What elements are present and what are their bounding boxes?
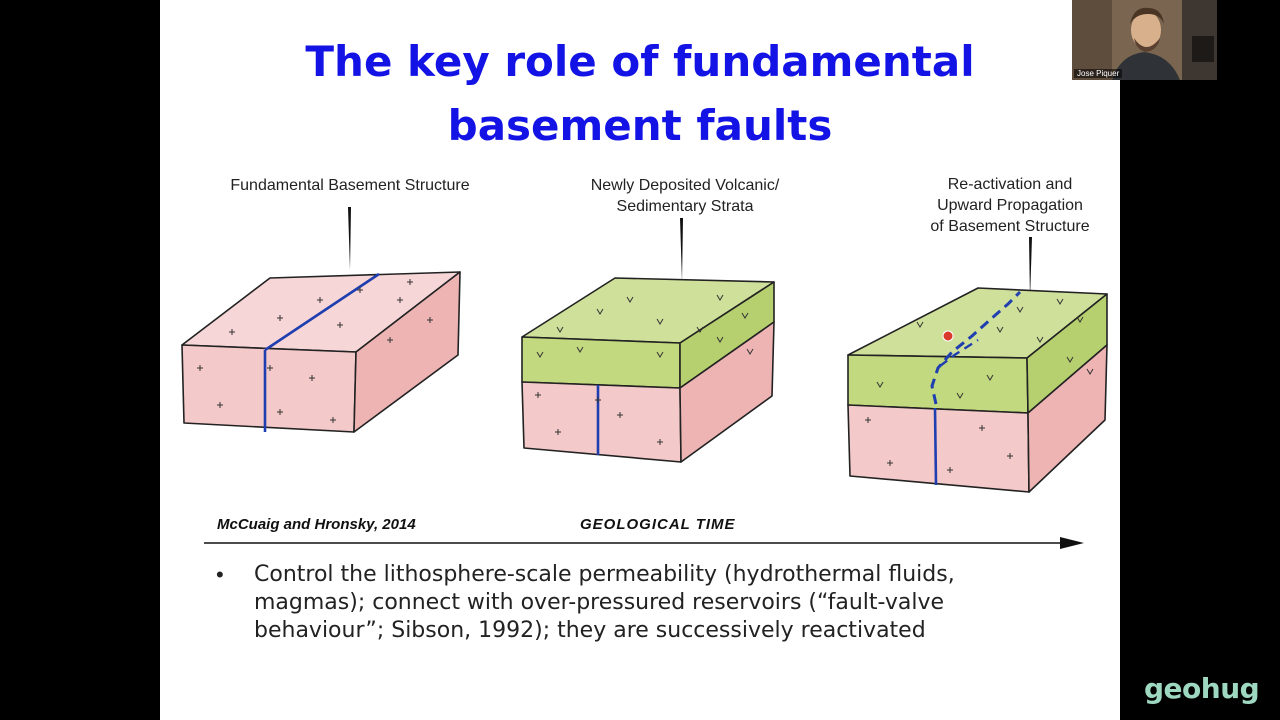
texture-plus-mark	[309, 375, 315, 381]
webcam-person-icon	[1072, 0, 1217, 80]
texture-v-mark	[626, 296, 634, 303]
texture-plus-mark	[217, 402, 223, 408]
bullet-text: Control the lithosphere-scale permeabili…	[254, 561, 1054, 645]
texture-v-mark	[1036, 336, 1044, 343]
slide-title: The key role of fundamental basement fau…	[160, 30, 1120, 158]
texture-plus-mark	[197, 365, 203, 371]
texture-v-mark	[656, 318, 664, 325]
texture-plus-mark	[267, 365, 273, 371]
webcam-thumbnail: Jose Piquer	[1072, 0, 1217, 80]
texture-v-mark	[576, 346, 584, 353]
label-line: Fundamental Basement Structure	[230, 177, 470, 194]
pointer-dot	[942, 330, 954, 342]
texture-v-mark	[986, 374, 994, 381]
pointer-block2	[680, 218, 683, 282]
texture-v-mark	[716, 336, 724, 343]
bullet-icon: •	[216, 562, 224, 587]
texture-plus-mark	[657, 439, 663, 445]
title-line: The key role of fundamental	[305, 37, 975, 86]
bullet-line: magmas); connect with over-pressured res…	[254, 590, 945, 615]
texture-plus-mark	[887, 460, 893, 466]
texture-v-mark	[741, 312, 749, 319]
texture-plus-mark	[397, 297, 403, 303]
texture-v-mark	[996, 326, 1004, 333]
texture-plus-mark	[330, 417, 336, 423]
texture-plus-mark	[387, 337, 393, 343]
texture-v-mark	[1016, 306, 1024, 313]
texture-plus-mark	[947, 467, 953, 473]
title-line: basement faults	[447, 101, 833, 150]
pointer-block3	[1029, 237, 1032, 300]
label-line: Re-activation and	[947, 176, 1073, 193]
label-line: Upward Propagation	[937, 197, 1083, 214]
pointer-block1	[348, 207, 351, 270]
texture-plus-mark	[1007, 453, 1013, 459]
texture-plus-mark	[357, 287, 363, 293]
block-strata	[521, 277, 775, 463]
texture-v-mark	[916, 321, 924, 328]
texture-plus-mark	[427, 317, 433, 323]
texture-plus-mark	[555, 429, 561, 435]
bullet-line: behaviour”; Sibson, 1992); they are succ…	[254, 618, 926, 643]
texture-plus-mark	[865, 417, 871, 423]
texture-plus-mark	[277, 409, 283, 415]
texture-v-mark	[1076, 316, 1084, 323]
texture-plus-mark	[229, 329, 235, 335]
texture-v-mark	[556, 326, 564, 333]
slide: The key role of fundamental basement fau…	[160, 0, 1120, 720]
texture-v-mark	[956, 392, 964, 399]
label-reactivation: Re-activation and Upward Propagation of …	[900, 174, 1120, 237]
texture-v-mark	[1066, 356, 1074, 363]
texture-plus-mark	[595, 397, 601, 403]
texture-v-mark	[596, 308, 604, 315]
block-basement	[181, 271, 461, 433]
texture-plus-mark	[407, 279, 413, 285]
label-line: of Basement Structure	[930, 218, 1090, 235]
geohug-logo: geohug	[1144, 672, 1260, 705]
texture-v-mark	[656, 351, 664, 358]
block-reactivation	[847, 287, 1108, 493]
webcam-name-label: Jose Piquer	[1074, 69, 1123, 78]
fault-block-diagram	[181, 207, 1108, 549]
texture-v-mark	[1056, 298, 1064, 305]
time-arrow-head	[1060, 537, 1084, 549]
texture-v-mark	[746, 348, 754, 355]
label-new-strata: Newly Deposited Volcanic/ Sedimentary St…	[550, 175, 820, 217]
citation: McCuaig and Hronsky, 2014	[217, 516, 416, 533]
label-line: Sedimentary Strata	[616, 198, 754, 215]
texture-v-mark	[1086, 368, 1094, 375]
label-basement-structure: Fundamental Basement Structure	[200, 175, 500, 196]
bullet-line: Control the lithosphere-scale permeabili…	[254, 562, 955, 587]
texture-plus-mark	[535, 392, 541, 398]
texture-plus-mark	[617, 412, 623, 418]
texture-v-mark	[716, 294, 724, 301]
texture-plus-mark	[317, 297, 323, 303]
texture-v-mark	[536, 351, 544, 358]
texture-v-mark	[696, 326, 704, 333]
texture-plus-mark	[337, 322, 343, 328]
texture-plus-mark	[979, 425, 985, 431]
texture-marks	[197, 279, 1094, 473]
label-line: Newly Deposited Volcanic/	[590, 177, 780, 194]
texture-v-mark	[876, 381, 884, 388]
texture-plus-mark	[277, 315, 283, 321]
time-axis-label: GEOLOGICAL TIME	[580, 516, 736, 533]
